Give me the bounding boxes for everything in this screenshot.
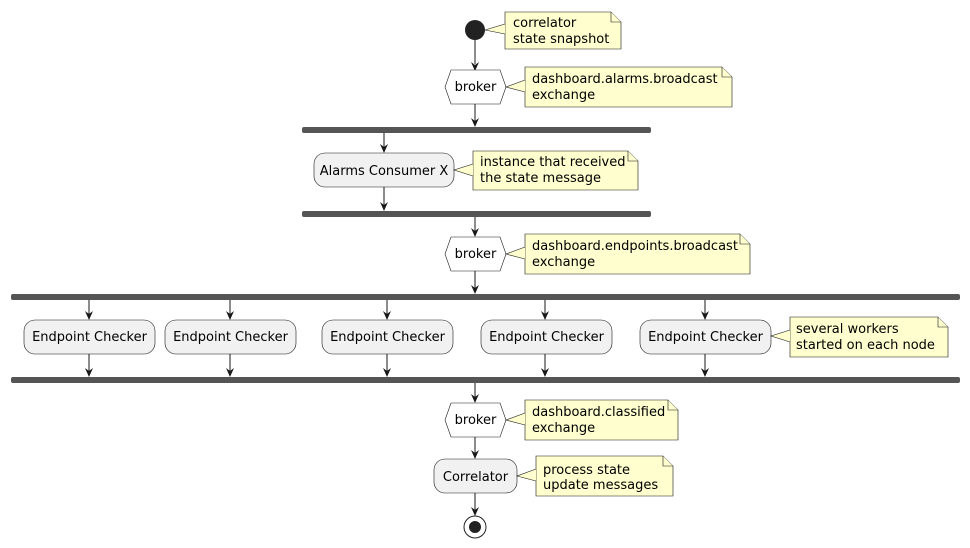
note-broker2-line1: dashboard.endpoints.broadcast	[532, 239, 738, 254]
arrowhead	[85, 368, 93, 377]
alarms-consumer-label: Alarms Consumer X	[320, 164, 449, 179]
arrowhead	[380, 144, 388, 153]
broker-queue-1: broker	[444, 69, 507, 105]
activity-endpoint-checker-3: Endpoint Checker	[321, 319, 454, 355]
arrowhead	[471, 507, 479, 516]
broker-queue-3: broker	[444, 402, 507, 438]
broker-2-label: broker	[455, 247, 497, 262]
arrowhead	[383, 368, 391, 377]
endpoint-checker-4-label: Endpoint Checker	[489, 330, 605, 345]
note-broker2: dashboard.endpoints.broadcast exchange	[505, 233, 751, 275]
join-bar-2	[11, 377, 960, 383]
note-broker1: dashboard.alarms.broadcast exchange	[505, 66, 733, 108]
arrowhead	[226, 368, 234, 377]
note-checkers-line2: started on each node	[796, 338, 935, 353]
arrowhead	[471, 228, 479, 237]
arrowhead	[701, 311, 709, 320]
endpoint-checker-2-label: Endpoint Checker	[173, 330, 289, 345]
note-correlator-line2: update messages	[543, 478, 658, 493]
activity-endpoint-checker-2: Endpoint Checker	[164, 319, 297, 355]
broker-queue-2: broker	[444, 236, 507, 272]
arrowhead	[471, 62, 479, 71]
endpoint-checker-1-label: Endpoint Checker	[32, 330, 148, 345]
arrowhead	[380, 202, 388, 211]
note-broker1-line2: exchange	[532, 88, 595, 103]
arrowhead	[541, 368, 549, 377]
join-bar-1	[302, 211, 651, 217]
activity-endpoint-checker-5: Endpoint Checker	[639, 319, 772, 355]
activity-endpoint-checker-1: Endpoint Checker	[23, 319, 156, 355]
note-start: correlator state snapshot	[484, 11, 622, 50]
note-checkers-line1: several workers	[796, 322, 899, 337]
activity-endpoint-checker-4: Endpoint Checker	[480, 319, 613, 355]
note-correlator: process state update messages	[516, 455, 674, 497]
note-broker1-line1: dashboard.alarms.broadcast	[532, 72, 718, 87]
correlator-label: Correlator	[443, 470, 509, 485]
broker-1-label: broker	[455, 80, 497, 95]
broker-3-label: broker	[455, 413, 497, 428]
end-node	[463, 515, 487, 539]
arrowhead	[471, 394, 479, 403]
note-start-line2: state snapshot	[513, 32, 609, 47]
arrowhead	[85, 311, 93, 320]
arrowhead	[471, 450, 479, 459]
note-alarms: instance that received the state message	[453, 150, 639, 191]
note-start-line1: correlator	[513, 16, 577, 31]
arrowhead	[701, 368, 709, 377]
arrowhead	[226, 311, 234, 320]
note-broker3: dashboard.classified exchange	[505, 399, 679, 441]
activity-correlator: Correlator	[433, 458, 518, 494]
endpoint-checker-5-label: Endpoint Checker	[648, 330, 764, 345]
arrowhead	[471, 118, 479, 127]
arrowhead	[383, 311, 391, 320]
endpoint-checker-3-label: Endpoint Checker	[330, 330, 446, 345]
note-checkers: several workers started on each node	[770, 316, 949, 358]
note-broker2-line2: exchange	[532, 255, 595, 270]
note-broker3-line1: dashboard.classified	[532, 405, 665, 420]
arrowhead	[471, 285, 479, 294]
fork-bar-2	[11, 294, 960, 300]
note-alarms-line1: instance that received	[480, 155, 626, 170]
note-alarms-line2: the state message	[480, 171, 601, 186]
note-correlator-line1: process state	[543, 463, 630, 478]
start-node	[465, 20, 485, 40]
note-broker3-line2: exchange	[532, 421, 595, 436]
arrowhead	[541, 311, 549, 320]
activity-alarms-consumer: Alarms Consumer X	[313, 152, 455, 188]
fork-bar-1	[302, 127, 651, 133]
